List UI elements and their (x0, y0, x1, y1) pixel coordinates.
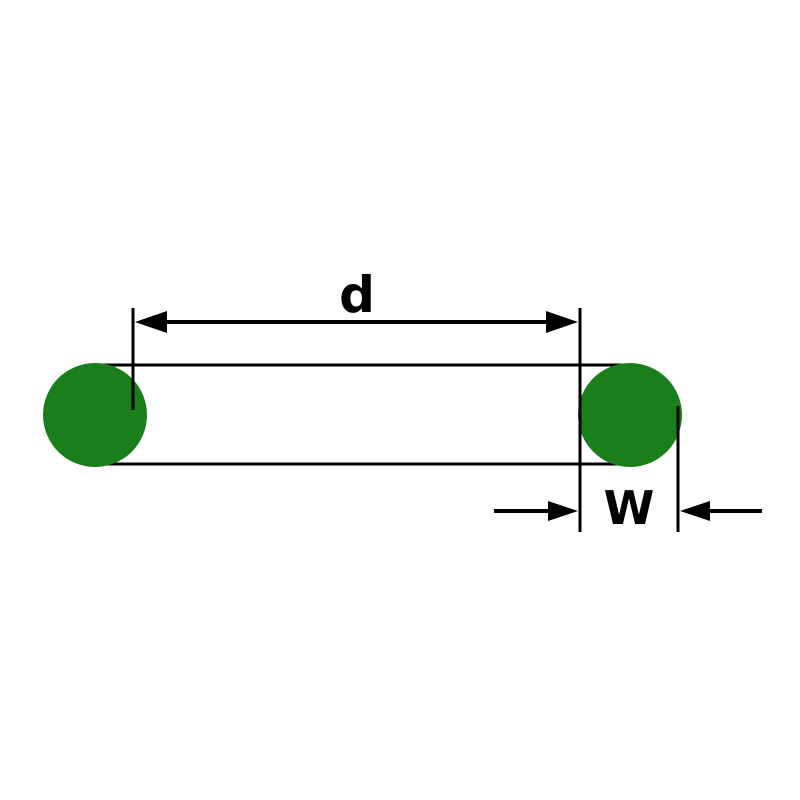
oring-left-cross-section (43, 363, 147, 467)
dimension-d-arrowhead-left-icon (135, 311, 167, 333)
dimension-label-d: d (339, 266, 375, 324)
dimension-w-arrowhead-left-icon (548, 501, 578, 521)
dimension-label-w: W (604, 481, 655, 535)
oring-right-cross-section (578, 363, 682, 467)
dimension-w-arrowhead-right-icon (680, 501, 710, 521)
dimension-d-arrowhead-right-icon (546, 311, 578, 333)
